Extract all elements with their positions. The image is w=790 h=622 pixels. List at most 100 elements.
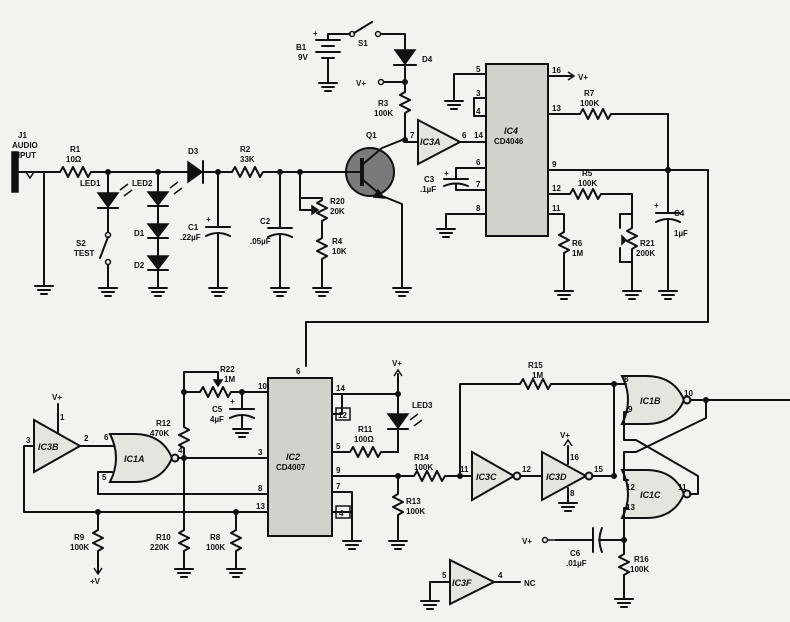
label-r2: R2: [240, 145, 251, 154]
buffer-ic3f: [420, 558, 521, 610]
value-r8: 100K: [206, 543, 225, 552]
capacitor-c2: [267, 171, 293, 297]
label-c4-plus: +: [654, 201, 659, 210]
value-r12: 470K: [150, 429, 169, 438]
svg-text:12: 12: [338, 411, 347, 420]
value-r9: 100K: [70, 543, 89, 552]
svg-text:14: 14: [474, 131, 483, 140]
value-r7: 100K: [580, 99, 599, 108]
led-led2-diode-stack: [146, 171, 183, 297]
diode-d3: [187, 160, 233, 184]
svg-text:16: 16: [570, 453, 579, 462]
svg-text:5: 5: [336, 442, 341, 451]
label-r12: R12: [156, 419, 171, 428]
resistor-r2: [231, 166, 341, 178]
svg-text:7: 7: [336, 482, 341, 491]
label-j1: J1: [18, 131, 27, 140]
label-ic3b: IC3B: [38, 442, 59, 452]
label-ic1b: IC1B: [640, 396, 661, 406]
label-b1: B1: [296, 43, 307, 52]
value-c1: .22µF: [180, 233, 201, 242]
label-ic3f: IC3F: [452, 578, 472, 588]
ic4-cd4046-chip: [485, 63, 549, 237]
value-r21: 200K: [636, 249, 655, 258]
value-c3: .1µF: [420, 185, 436, 194]
resistor-r13: [388, 475, 408, 550]
svg-text:5: 5: [476, 65, 481, 74]
label-ic2: IC2: [286, 452, 300, 462]
potentiometer-r20: [299, 171, 328, 233]
resistor-r14: [331, 470, 473, 482]
svg-text:3: 3: [258, 448, 263, 457]
svg-text:4: 4: [476, 107, 481, 116]
resistor-r1: [43, 166, 191, 178]
label-ic1c: IC1C: [640, 490, 661, 500]
label-r20: R20: [330, 197, 345, 206]
label-s2-test: TEST: [74, 249, 95, 258]
resistor-r9: [92, 511, 104, 576]
label-ic1a: IC1A: [124, 454, 145, 464]
label-c2: C2: [260, 217, 271, 226]
capacitor-c5: [229, 391, 255, 438]
label-r9: R9: [74, 533, 85, 542]
value-c4: 1µF: [674, 229, 688, 238]
label-ic3a: IC3A: [420, 137, 441, 147]
svg-text:10: 10: [684, 389, 693, 398]
svg-text:6: 6: [104, 433, 109, 442]
label-vplus-ic2: V+: [392, 359, 402, 368]
svg-text:4: 4: [339, 509, 344, 518]
transistor-q1: [339, 139, 412, 297]
value-r11: 100Ω: [354, 435, 374, 444]
label-c5-plus: +: [230, 397, 235, 406]
svg-text:12: 12: [552, 184, 561, 193]
label-vplus-ic3d: V+: [560, 431, 570, 440]
label-r22: R22: [220, 365, 235, 374]
label-d1: D1: [134, 229, 145, 238]
label-c1: C1: [188, 223, 199, 232]
svg-text:14: 14: [336, 384, 345, 393]
label-vplus-ic4: V+: [578, 73, 588, 82]
potentiometer-r21: [619, 213, 642, 300]
svg-text:10: 10: [258, 382, 267, 391]
cross-wire-a: [623, 411, 699, 495]
switch-s2: [98, 231, 118, 297]
svg-text:12: 12: [522, 465, 531, 474]
svg-text:5: 5: [442, 571, 447, 580]
value-r15: 1M: [532, 371, 543, 380]
resistor-r4: [312, 231, 332, 297]
buffer-ic3a: [417, 118, 463, 166]
svg-text:4: 4: [498, 571, 503, 580]
value-r10: 220K: [150, 543, 169, 552]
svg-text:11: 11: [552, 204, 561, 213]
label-d3: D3: [188, 147, 199, 156]
label-r3: R3: [378, 99, 389, 108]
label-c3-plus: +: [444, 169, 449, 178]
svg-text:13: 13: [552, 104, 561, 113]
svg-text:11: 11: [460, 465, 469, 474]
value-r1: 10Ω: [66, 155, 82, 164]
label-c4: C4: [674, 209, 685, 218]
label-c3: C3: [424, 175, 435, 184]
svg-text:8: 8: [570, 489, 575, 498]
inverter-ic3c: [471, 450, 517, 502]
svg-text:13: 13: [256, 502, 265, 511]
label-r21: R21: [640, 239, 655, 248]
label-nc: NC: [524, 579, 536, 588]
resistor-r12: [178, 371, 269, 459]
svg-text:9: 9: [336, 466, 341, 475]
part-ic2: CD4007: [276, 463, 306, 472]
resistor-r8: [226, 511, 246, 578]
led-led3: [386, 393, 423, 453]
capacitor-c1: [205, 171, 231, 297]
label-led2: LED2: [132, 179, 153, 188]
svg-text:11: 11: [678, 483, 687, 492]
label-c1-plus: +: [206, 215, 211, 224]
label-b1-plus: +: [313, 29, 318, 38]
value-r14: 100K: [414, 463, 433, 472]
svg-text:7: 7: [476, 180, 481, 189]
value-r16: 100K: [630, 565, 649, 574]
nor-gate-ic1a: [108, 433, 174, 483]
value-c5: 4µF: [210, 415, 224, 424]
